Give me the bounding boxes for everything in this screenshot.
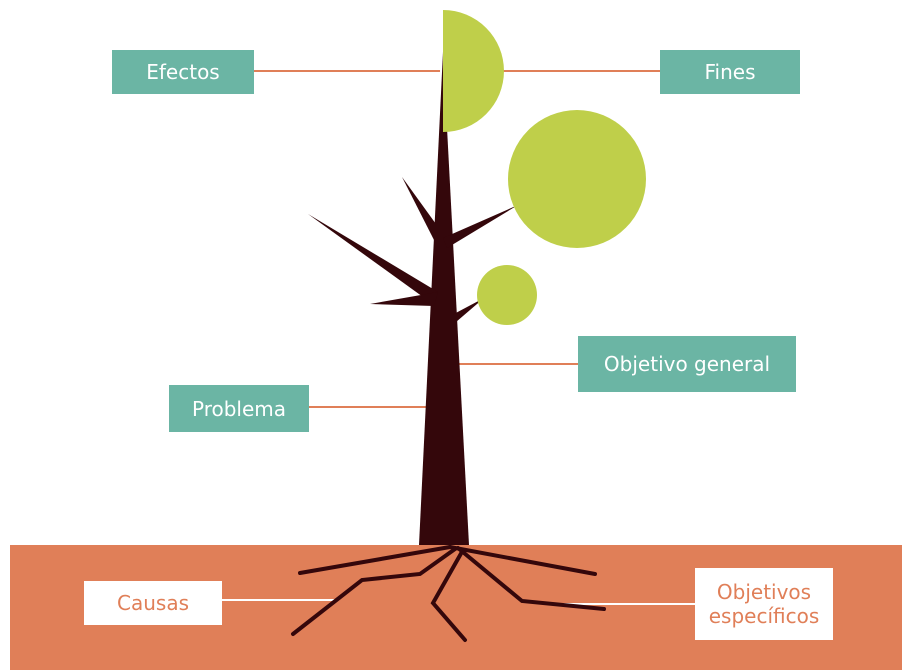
label-fines: Fines bbox=[660, 50, 800, 94]
leaf-small bbox=[477, 265, 537, 325]
leaf-half-circle bbox=[443, 10, 504, 132]
label-objetivo-general: Objetivo general bbox=[578, 336, 796, 392]
tree-trunk bbox=[419, 52, 469, 545]
label-problema: Problema bbox=[169, 385, 309, 432]
label-objetivos-especificos: Objetivos específicos bbox=[695, 568, 833, 640]
roots bbox=[291, 545, 606, 642]
leaf-large bbox=[508, 110, 646, 248]
label-efectos: Efectos bbox=[112, 50, 254, 94]
branches bbox=[308, 177, 518, 322]
label-causas: Causas bbox=[84, 581, 222, 625]
